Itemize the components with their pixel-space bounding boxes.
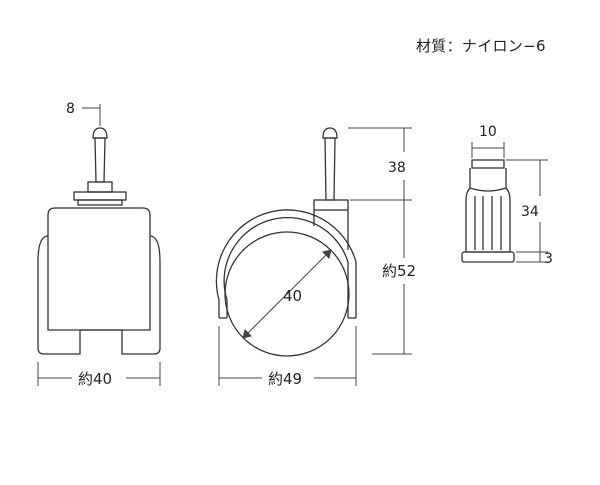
stem-height-label: 38 [388, 160, 406, 176]
top-plate [73, 191, 127, 201]
socket-flange [461, 251, 515, 263]
side-vertical-dimension [348, 127, 412, 355]
stem-ball [92, 127, 108, 139]
socket-height-label: 34 [521, 204, 539, 220]
front-view [37, 127, 161, 355]
housing [47, 207, 151, 331]
socket-flange-label: 3 [544, 251, 553, 267]
socket-collar [471, 159, 505, 169]
front-width-label: 約40 [78, 370, 112, 388]
plate-lip [77, 199, 123, 206]
front-stem-dim-label: 8 [66, 101, 75, 117]
socket-shoulder [469, 187, 507, 192]
side-width-label: 約49 [268, 370, 302, 388]
socket-height-dimension [506, 159, 548, 263]
side-view [215, 127, 357, 357]
socket-view [461, 159, 515, 263]
hood-outer [215, 209, 357, 318]
hood-inner [223, 217, 349, 318]
side-bracket-top [313, 199, 349, 211]
side-bracket [313, 210, 349, 250]
wheel-diameter-label: 40 [283, 287, 302, 305]
stem-collar [87, 181, 113, 193]
front-stem-dimension [82, 104, 101, 126]
side-stem-ball [322, 127, 338, 139]
front-width-dimension [37, 362, 161, 386]
stem [94, 137, 106, 183]
right-wheel [121, 235, 161, 355]
socket-diameter-dimension [471, 142, 505, 158]
side-width-dimension [218, 326, 357, 386]
wheel-diameter-dimension [242, 249, 332, 339]
socket-body [465, 168, 511, 253]
side-stem [324, 137, 336, 201]
wheel [224, 231, 350, 357]
socket-diameter-label: 10 [479, 124, 497, 140]
material-note: 材質：ナイロン−6 [416, 37, 546, 55]
left-wheel [37, 235, 81, 355]
total-height-label: 約52 [382, 262, 416, 280]
